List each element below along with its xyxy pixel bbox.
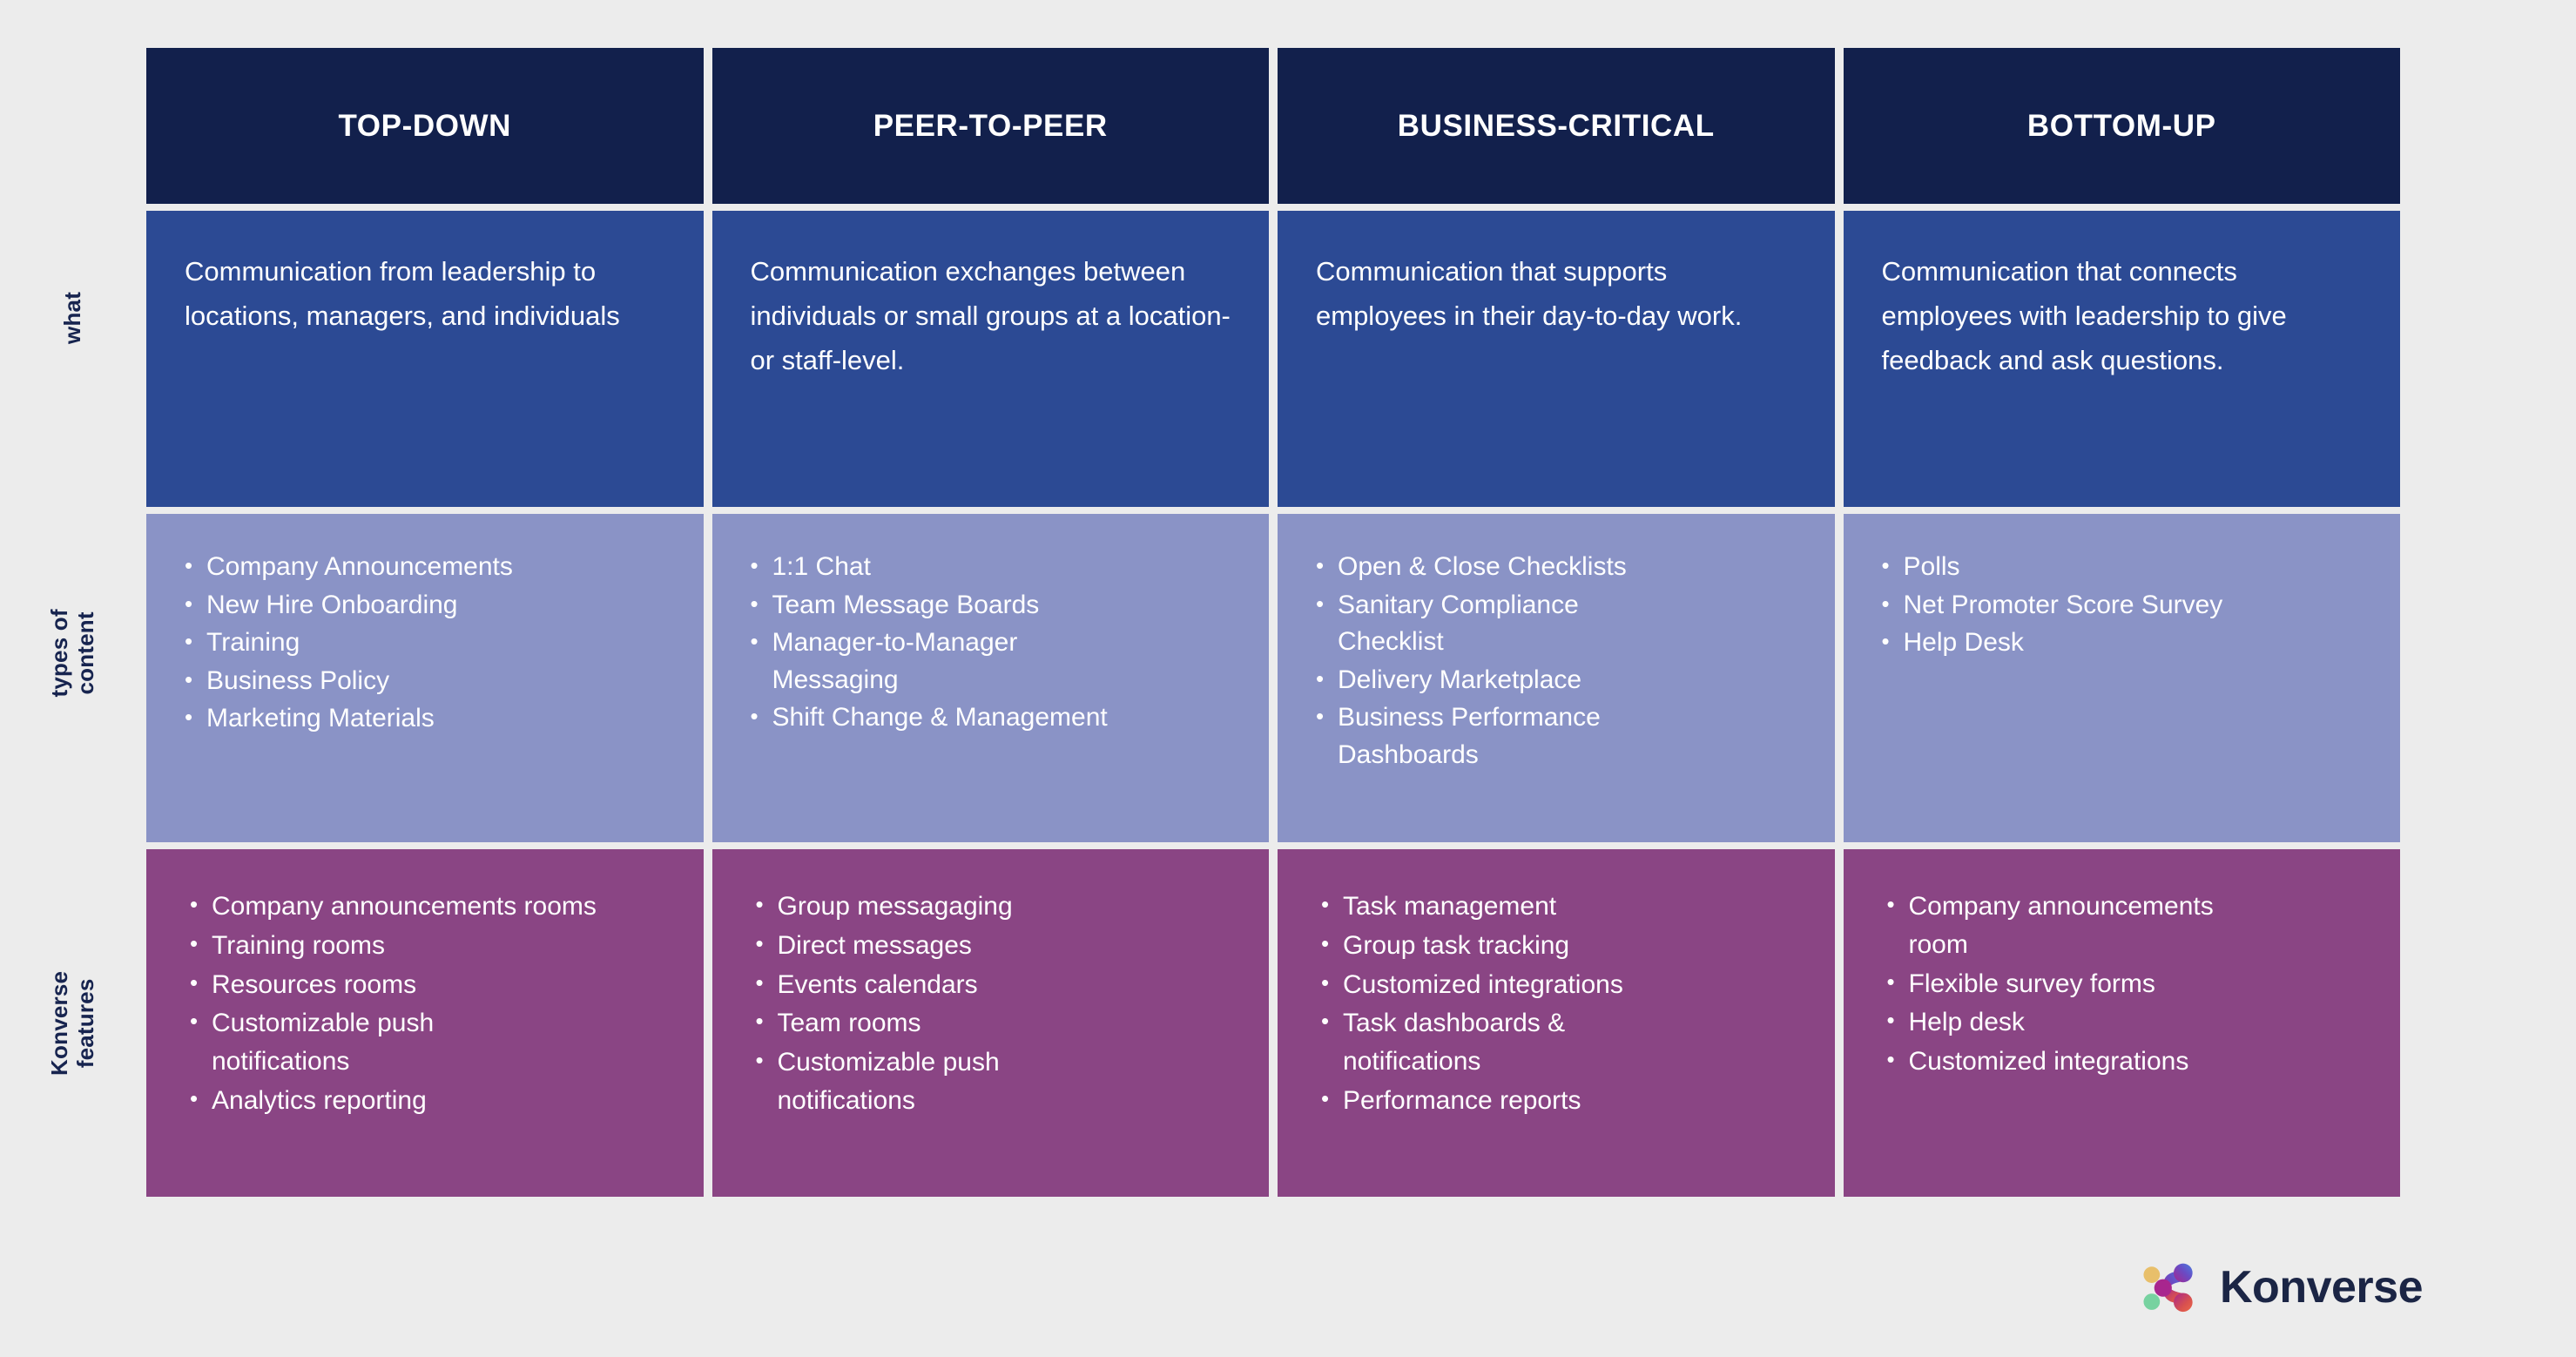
row-label-what-text: what <box>59 291 86 345</box>
what-description: Communication from leadership to locatio… <box>185 256 620 332</box>
column-header-label: PEER-TO-PEER <box>873 108 1108 143</box>
features-cell-top-down: Company announcements roomsTraining room… <box>146 849 704 1197</box>
features-list: Company announcements roomsTraining room… <box>188 888 672 1120</box>
list-item: Performance reports <box>1319 1082 1804 1120</box>
features-list: Company announcements roomFlexible surve… <box>1885 888 2370 1081</box>
types-cell-peer-to-peer: 1:1 ChatTeam Message BoardsManager-to-Ma… <box>711 514 1269 842</box>
list-item: Business Performance Dashboards <box>1314 699 1804 773</box>
column-header-label: TOP-DOWN <box>338 108 512 143</box>
types-cell-business-critical: Open & Close ChecklistsSanitary Complian… <box>1278 514 1835 842</box>
what-cell-bottom-up: Communication that connects employees wi… <box>1843 211 2400 507</box>
list-item: Group task tracking <box>1319 927 1804 965</box>
column-header-bottom-up: BOTTOM-UP <box>1843 48 2400 204</box>
list-item: Company announcements rooms <box>188 888 672 926</box>
features-cell-bottom-up: Company announcements roomFlexible surve… <box>1843 849 2400 1197</box>
list-item: Events calendars <box>754 966 1238 1004</box>
what-cell-business-critical: Communication that supports employees in… <box>1278 211 1835 507</box>
list-item: Training rooms <box>188 927 672 965</box>
what-cell-peer-to-peer: Communication exchanges between individu… <box>711 211 1269 507</box>
list-item: Shift Change & Management <box>749 699 1238 737</box>
list-item: 1:1 Chat <box>749 549 1238 586</box>
list-item: New Hire Onboarding <box>183 587 672 624</box>
list-item: Company Announcements <box>183 549 672 586</box>
list-item: Task dashboards & notifications <box>1319 1004 1804 1081</box>
list-item: Help desk <box>1885 1003 2370 1042</box>
row-label-konverse-features-text: Konverse features <box>46 970 98 1077</box>
row-label-konverse-features: Konverse features <box>0 832 146 1215</box>
row-label-gutter: what types of content Konverse features <box>0 48 146 1176</box>
list-item: Flexible survey forms <box>1885 965 2370 1003</box>
row-label-what: what <box>0 170 146 466</box>
types-cell-top-down: Company AnnouncementsNew Hire Onboarding… <box>146 514 704 842</box>
list-item: Resources rooms <box>188 966 672 1004</box>
column-header-label: BUSINESS-CRITICAL <box>1397 108 1715 143</box>
list-item: Net Promoter Score Survey <box>1880 587 2370 624</box>
what-cell-top-down: Communication from leadership to locatio… <box>146 211 704 507</box>
features-list: Task managementGroup task trackingCustom… <box>1319 888 1804 1120</box>
row-label-types-of-content: types of content <box>0 492 146 814</box>
types-list: Company AnnouncementsNew Hire Onboarding… <box>183 549 672 738</box>
list-item: Sanitary Compliance Checklist <box>1314 587 1804 661</box>
what-description: Communication that supports employees in… <box>1316 256 1743 332</box>
list-item: Task management <box>1319 888 1804 926</box>
what-description: Communication exchanges between individu… <box>750 256 1231 376</box>
konverse-mark-icon <box>2143 1263 2193 1313</box>
list-item: Polls <box>1880 549 2370 586</box>
types-list: Open & Close ChecklistsSanitary Complian… <box>1314 549 1804 774</box>
list-item: Team rooms <box>754 1004 1238 1043</box>
features-cell-peer-to-peer: Group messagagingDirect messagesEvents c… <box>711 849 1269 1197</box>
list-item: Business Policy <box>183 663 672 700</box>
list-item: Open & Close Checklists <box>1314 549 1804 586</box>
list-item: Marketing Materials <box>183 700 672 738</box>
types-list: 1:1 ChatTeam Message BoardsManager-to-Ma… <box>749 549 1238 737</box>
features-list: Group messagagingDirect messagesEvents c… <box>754 888 1238 1120</box>
list-item: Customized integrations <box>1885 1043 2370 1081</box>
column-header-label: BOTTOM-UP <box>2026 108 2216 143</box>
list-item: Customized integrations <box>1319 966 1804 1004</box>
list-item: Team Message Boards <box>749 587 1238 624</box>
column-header-business-critical: BUSINESS-CRITICAL <box>1278 48 1835 204</box>
types-list: PollsNet Promoter Score SurveyHelp Desk <box>1880 549 2370 662</box>
list-item: Analytics reporting <box>188 1082 672 1120</box>
list-item: Delivery Marketplace <box>1314 662 1804 699</box>
list-item: Training <box>183 624 672 662</box>
types-cell-bottom-up: PollsNet Promoter Score SurveyHelp Desk <box>1843 514 2400 842</box>
features-cell-business-critical: Task managementGroup task trackingCustom… <box>1278 849 1835 1197</box>
list-item: Company announcements room <box>1885 888 2370 964</box>
list-item: Customizable push notifications <box>754 1043 1238 1120</box>
list-item: Customizable push notifications <box>188 1004 672 1081</box>
row-label-types-of-content-text: types of content <box>46 609 98 698</box>
column-header-peer-to-peer: PEER-TO-PEER <box>711 48 1269 204</box>
comparison-matrix: TOP-DOWN PEER-TO-PEER BUSINESS-CRITICAL … <box>146 48 2400 1197</box>
what-description: Communication that connects employees wi… <box>1881 256 2287 376</box>
list-item: Direct messages <box>754 927 1238 965</box>
column-header-top-down: TOP-DOWN <box>146 48 704 204</box>
brand-name: Konverse <box>2220 1262 2424 1313</box>
konverse-logo: Konverse <box>2138 1256 2424 1319</box>
list-item: Help Desk <box>1880 624 2370 662</box>
list-item: Manager-to-Manager Messaging <box>749 624 1238 699</box>
list-item: Group messagaging <box>754 888 1238 926</box>
